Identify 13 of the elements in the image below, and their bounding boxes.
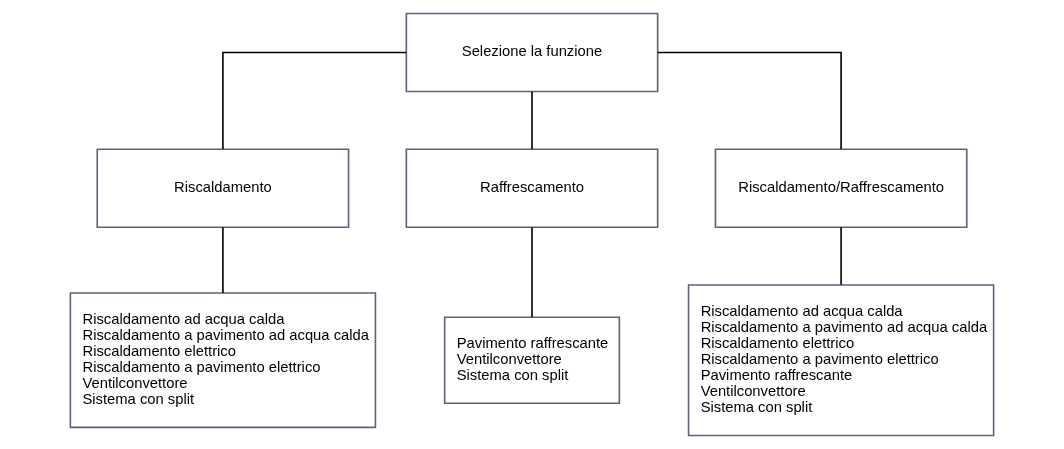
- connector: [656, 51, 842, 150]
- node-box: Riscaldamento ad acqua calda Riscaldamento a pavimento ad acqua calda Riscaldamento elettrico Riscaldamento a pavimento elettrico Pavimento raffrescante Ventilconvettore Sistema con split: [687, 284, 995, 437]
- connector: [840, 226, 842, 286]
- connector: [222, 226, 224, 294]
- node-box: Pavimento raffrescante Ventilconvettore Sistema con split: [443, 316, 621, 405]
- connector: [531, 90, 533, 150]
- node-box: Riscaldamento ad acqua calda Riscaldamento a pavimento ad acqua calda Riscaldamento elettrico Riscaldamento a pavimento elettrico Ventilconvettore Sistema con split: [69, 292, 377, 429]
- node-box: Riscaldamento/Raffrescamento: [714, 148, 968, 228]
- connector: [222, 51, 408, 150]
- node-box: Raffrescamento: [405, 148, 659, 228]
- connector: [531, 226, 533, 318]
- node-box: Selezione la funzione: [405, 12, 659, 93]
- node-box: Riscaldamento: [96, 148, 350, 228]
